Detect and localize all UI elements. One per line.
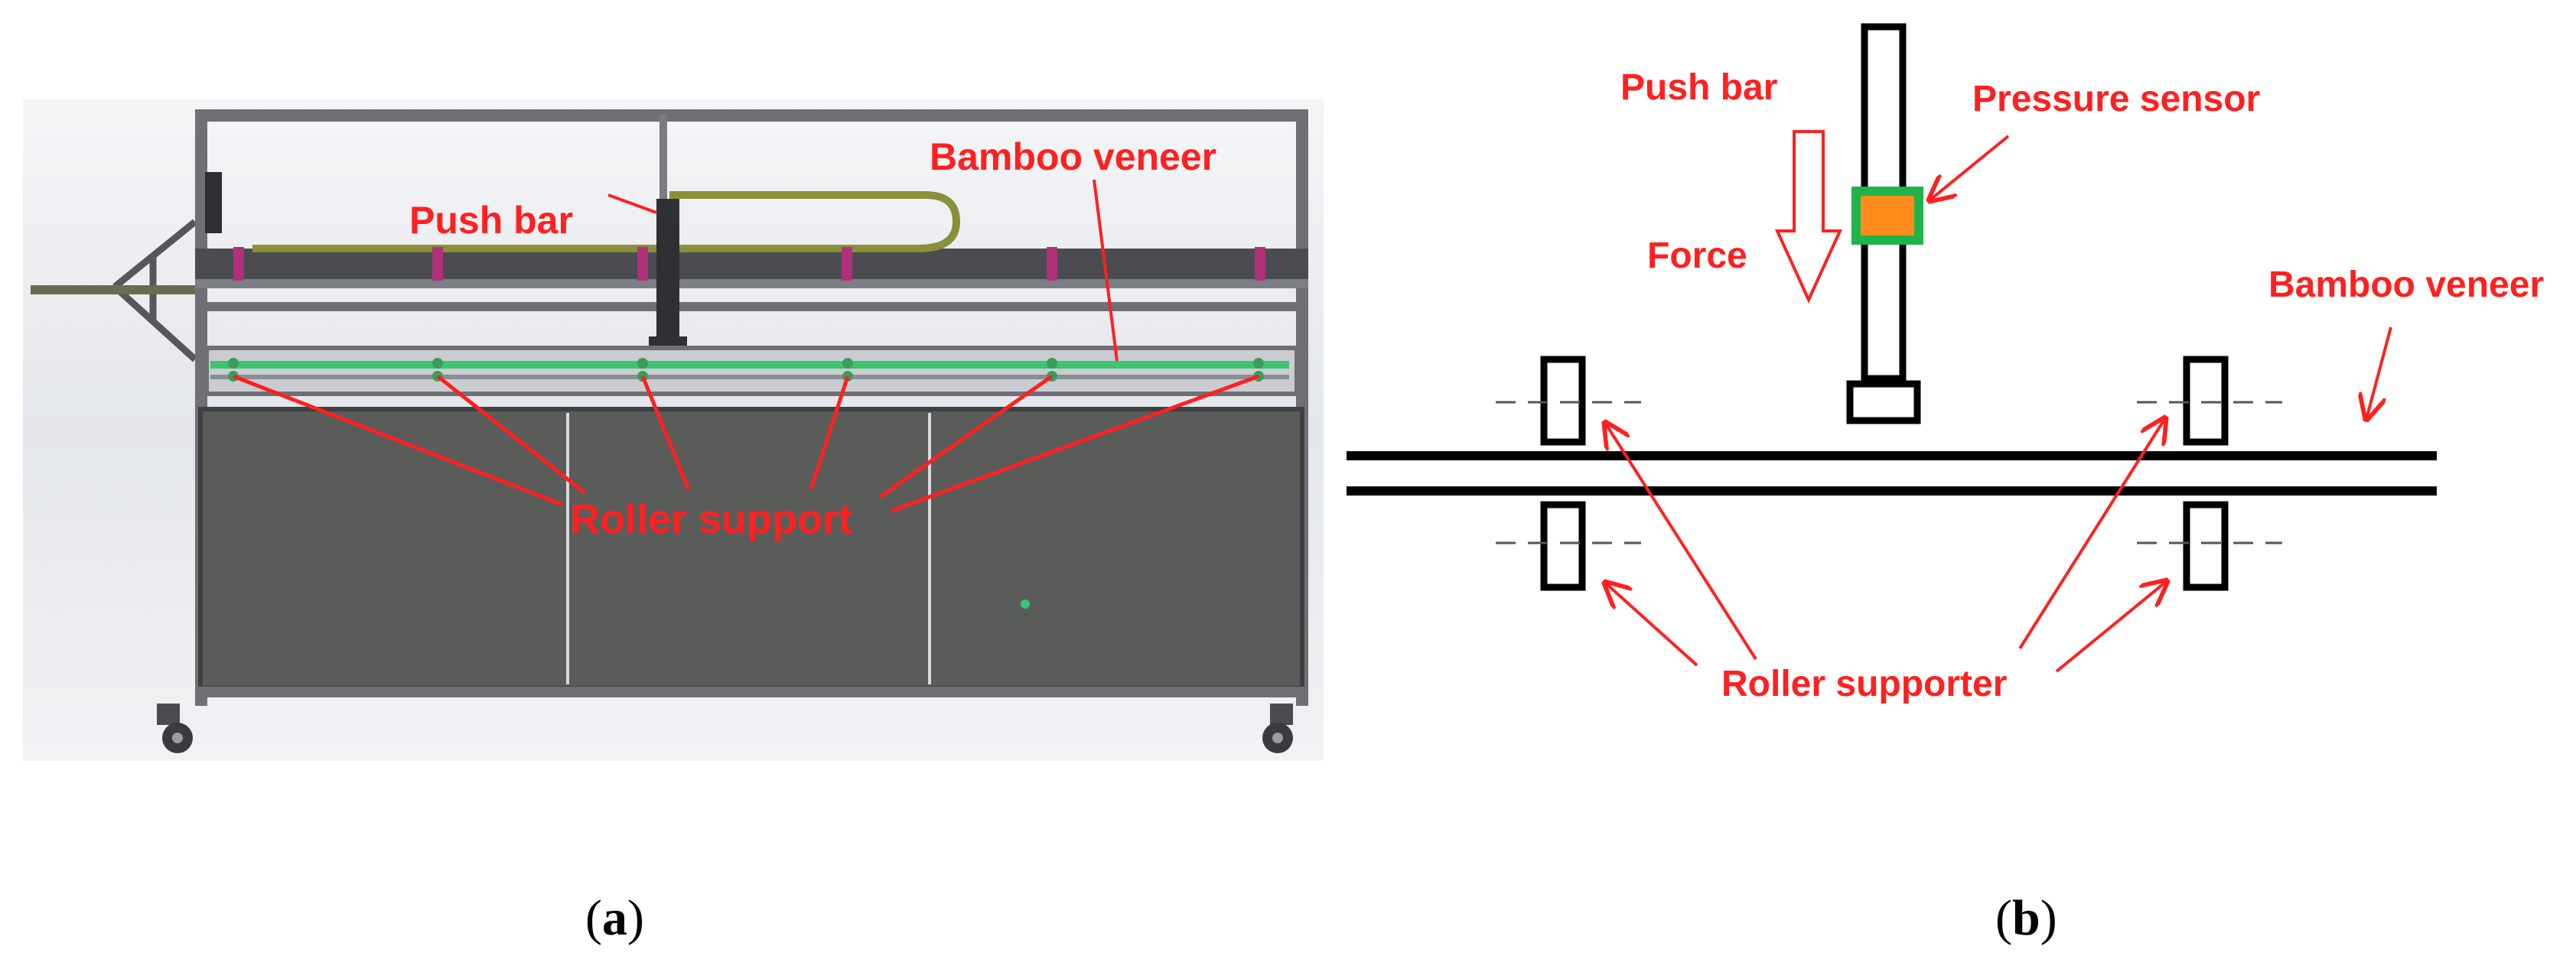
caster-wheels <box>157 704 1293 753</box>
label-roller-support-a: Roller support <box>570 496 852 542</box>
leader-push-bar-a <box>607 193 657 214</box>
pressure-sensor <box>1851 187 1923 245</box>
rail-brackets <box>233 247 1265 281</box>
label-push-bar-b: Push bar <box>1620 67 1777 108</box>
caption-a-open: ( <box>585 890 602 946</box>
label-pressure-sensor-b: Pressure sensor <box>1972 79 2260 119</box>
roller-left-top <box>1496 356 1641 446</box>
roller-support-leaders <box>233 374 1259 513</box>
motor-block <box>205 172 222 233</box>
roller-supporter-leaders <box>1605 418 2167 673</box>
bamboo-veneer-render <box>210 361 1289 369</box>
caption-b-close: ) <box>2040 890 2057 946</box>
roller-right-bottom <box>2137 501 2282 591</box>
caption-b: (b) <box>1995 890 2057 946</box>
veneer-channel <box>204 346 1299 396</box>
cabinet <box>195 407 1308 697</box>
roller-right-top <box>2137 356 2282 446</box>
push-bar-column <box>656 199 679 344</box>
leader-pressure-sensor <box>1930 135 2010 200</box>
push-bar-rail <box>252 191 961 252</box>
panel-b: Push bar Pressure sensor Force Bamboo ve… <box>1347 23 2544 946</box>
leader-bamboo-veneer-a <box>1093 179 1119 362</box>
label-bamboo-veneer-b: Bamboo veneer <box>2268 265 2544 305</box>
caption-b-open: ( <box>1995 890 2012 946</box>
handle-bar <box>31 285 207 294</box>
status-led <box>1021 600 1030 609</box>
label-force: Force <box>1647 236 1747 276</box>
label-bamboo-veneer-a: Bamboo veneer <box>930 135 1216 178</box>
leader-bamboo-veneer-b <box>2366 327 2392 419</box>
caption-a: (a) <box>585 890 644 946</box>
push-bar-foot <box>649 336 687 346</box>
caption-a-letter: a <box>602 890 627 946</box>
caption-a-close: ) <box>627 890 644 946</box>
roller-left-bottom <box>1496 501 1641 591</box>
panel-a: Push bar Bamboo veneer Roller support (a… <box>23 99 1324 946</box>
caption-b-letter: b <box>2012 890 2040 946</box>
machine-frame <box>195 109 1308 706</box>
label-roller-supporter: Roller supporter <box>1721 664 2007 704</box>
force-arrow <box>1774 130 1843 304</box>
push-bar-head <box>1846 380 1921 424</box>
label-push-bar-a: Push bar <box>409 199 573 242</box>
